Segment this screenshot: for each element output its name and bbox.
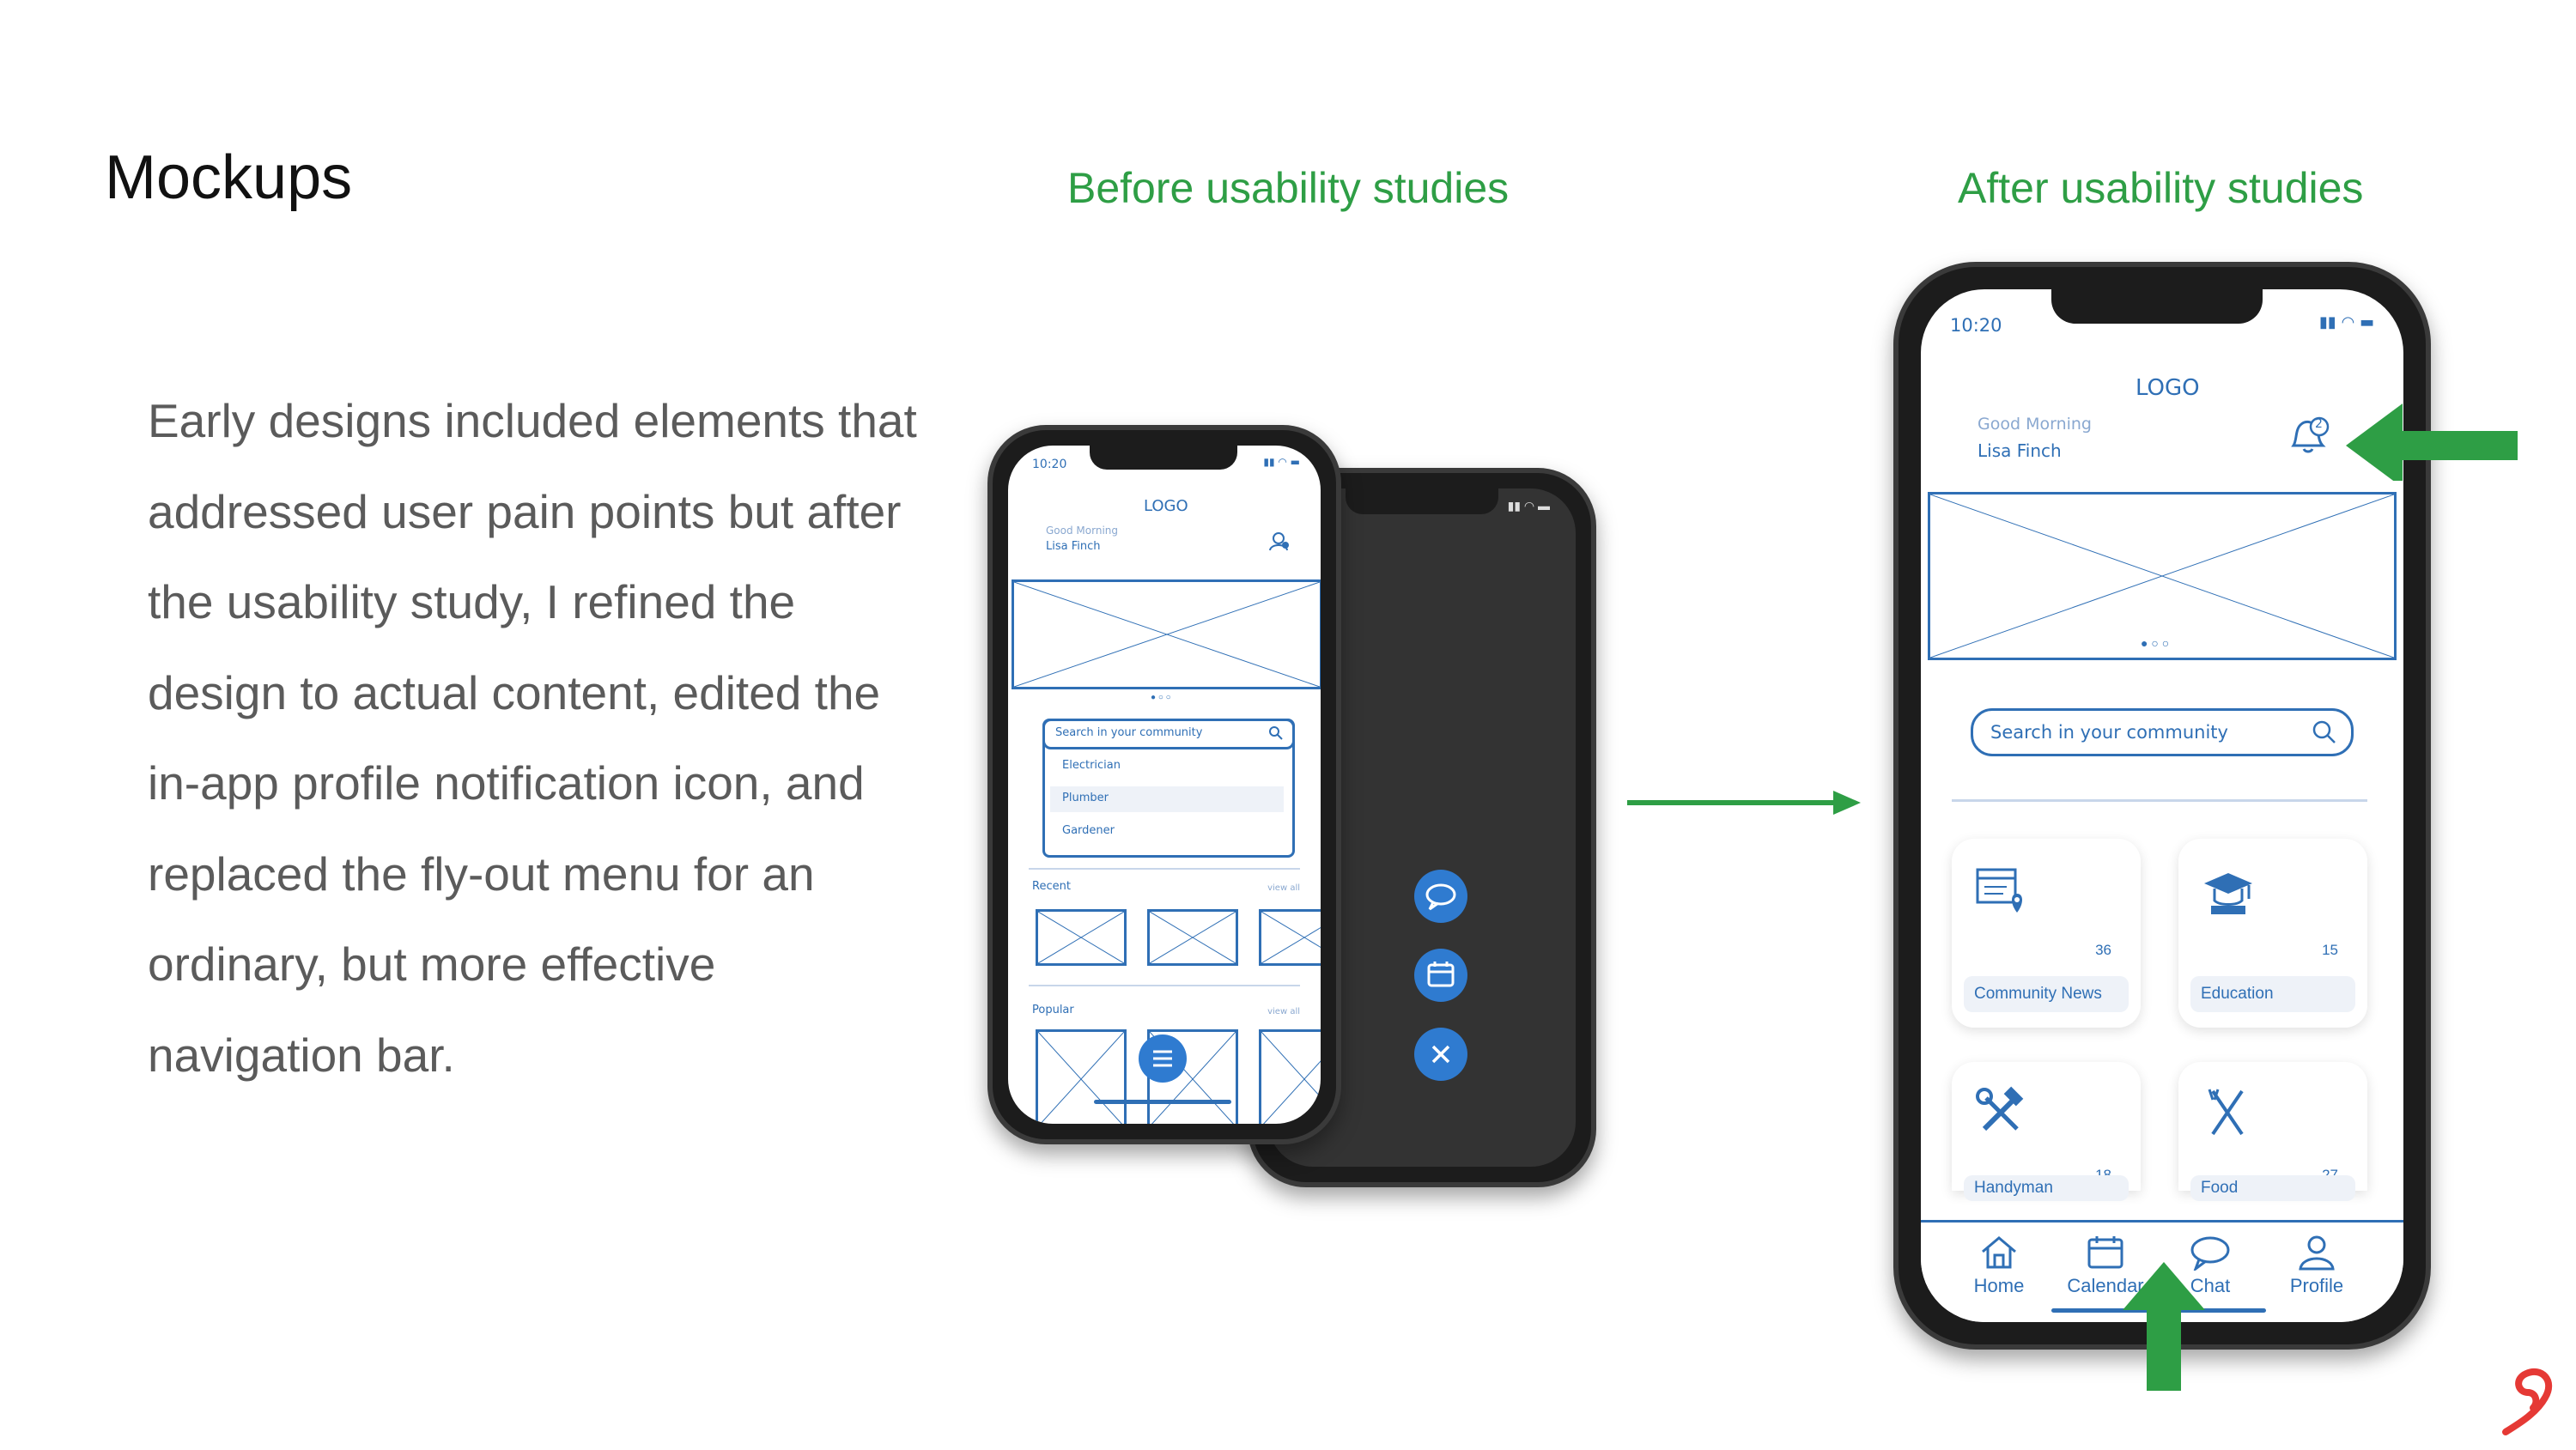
before-status-icons: ▮▮ ◠ ▬ — [1263, 456, 1300, 468]
before-time: 10:20 — [1032, 458, 1067, 471]
before-popular-label: Popular — [1032, 1004, 1074, 1016]
before-divider-2 — [1029, 985, 1300, 986]
before-user-name: Lisa Finch — [1046, 540, 1101, 553]
card-community-news[interactable]: 36 Community News — [1952, 839, 2141, 1028]
before-recent-view-all[interactable]: view all — [1267, 883, 1300, 893]
before-search-input[interactable]: Search in your community — [1042, 719, 1295, 749]
card-education[interactable]: 15 Education — [2178, 839, 2367, 1028]
after-hero-image — [1928, 492, 2397, 660]
before-notch — [1090, 446, 1237, 470]
notification-count-badge: 2 — [2315, 417, 2323, 431]
popular-thumb — [1259, 1029, 1321, 1124]
before-divider — [1029, 868, 1300, 870]
before-screen: 10:20 ▮▮ ◠ ▬ LOGO Good Morning Lisa Finc… — [1008, 446, 1321, 1124]
close-icon[interactable] — [1414, 1028, 1467, 1081]
swirl-logo-icon — [2502, 1368, 2553, 1435]
after-phone: 10:20 ▮▮ ◠ ▬ LOGO Good Morning Lisa Finc… — [1893, 262, 2431, 1350]
nav-item-chat[interactable]: Chat — [2163, 1235, 2257, 1297]
flyout-status-icons: ▮▮ ◠ ▬ — [1507, 499, 1550, 513]
profile-notification-icon[interactable] — [1267, 530, 1291, 554]
home-indicator — [1094, 1100, 1231, 1104]
chat-bubble-icon[interactable] — [1414, 870, 1467, 923]
nav-label: Calendar — [2067, 1275, 2144, 1296]
news-map-icon — [1976, 868, 2022, 913]
nav-item-profile[interactable]: Profile — [2269, 1235, 2364, 1297]
dropdown-item-electrician[interactable]: Electrician — [1062, 759, 1121, 772]
nav-label: Home — [1973, 1275, 2025, 1296]
navbar-callout-arrow — [2123, 1262, 2205, 1391]
after-greeting: Good Morning — [1978, 415, 2092, 434]
slide-title: Mockups — [105, 143, 353, 212]
card-label: Education — [2190, 976, 2355, 1012]
calendar-icon[interactable] — [1414, 949, 1467, 1002]
transition-arrow — [1627, 791, 1861, 815]
flyout-notch — [1346, 488, 1498, 514]
nav-item-calendar[interactable]: Calendar — [2058, 1235, 2153, 1297]
notification-callout-arrow — [2346, 403, 2518, 481]
card-handyman[interactable]: 18 Handyman — [1952, 1062, 2141, 1201]
recent-thumb — [1036, 909, 1127, 966]
nav-label: Chat — [2190, 1275, 2231, 1296]
card-label: Food — [2190, 1175, 2355, 1201]
before-recent-label: Recent — [1032, 880, 1071, 893]
tools-icon — [1976, 1086, 2024, 1131]
dropdown-item-plumber[interactable]: Plumber — [1062, 792, 1109, 804]
before-logo: LOGO — [1144, 497, 1188, 515]
after-time: 10:20 — [1950, 315, 2002, 336]
after-search-placeholder: Search in your community — [1990, 722, 2228, 743]
after-carousel-dots: ● ○ ○ — [2141, 636, 2170, 650]
recent-thumb — [1259, 909, 1321, 966]
after-logo: LOGO — [2136, 375, 2200, 401]
dropdown-item-gardener[interactable]: Gardener — [1062, 824, 1115, 837]
home-icon — [1982, 1236, 2016, 1269]
card-label: Handyman — [1964, 1175, 2129, 1201]
after-screen: 10:20 ▮▮ ◠ ▬ LOGO Good Morning Lisa Finc… — [1921, 289, 2403, 1322]
card-food[interactable]: 27 Food — [2178, 1062, 2367, 1201]
hamburger-menu-icon[interactable] — [1139, 1034, 1187, 1083]
graduation-cap-icon — [2204, 873, 2252, 914]
recent-thumb — [1147, 909, 1238, 966]
calendar-icon — [2087, 1236, 2123, 1269]
search-icon — [1269, 726, 1283, 740]
before-popular-view-all[interactable]: view all — [1267, 1007, 1300, 1016]
profile-icon — [2299, 1235, 2335, 1271]
before-search-dropdown: Search in your community Electrician Plu… — [1042, 719, 1295, 858]
before-search-placeholder: Search in your community — [1055, 726, 1203, 739]
before-carousel-dots: ● ○ ○ — [1151, 693, 1171, 702]
before-hero-image — [1012, 579, 1321, 689]
card-count: 36 — [2095, 942, 2111, 958]
card-label: Community News — [1964, 976, 2129, 1012]
before-phone: 10:20 ▮▮ ◠ ▬ LOGO Good Morning Lisa Finc… — [987, 425, 1341, 1144]
chat-bubble-icon — [2190, 1236, 2230, 1273]
after-divider — [1952, 799, 2367, 802]
dropdown-item-plumber-highlight — [1050, 786, 1284, 812]
after-status-icons: ▮▮ ◠ ▬ — [2319, 313, 2374, 331]
nav-item-home[interactable]: Home — [1952, 1235, 2046, 1297]
after-notch — [2051, 289, 2263, 324]
fork-knife-icon — [2208, 1089, 2244, 1136]
before-label: Before usability studies — [1067, 164, 1510, 212]
slide-body-text: Early designs included elements that add… — [148, 394, 917, 1082]
nav-label: Profile — [2289, 1275, 2344, 1296]
before-greeting: Good Morning — [1046, 525, 1118, 537]
popular-thumb — [1036, 1029, 1127, 1124]
after-label: After usability studies — [1958, 164, 2364, 212]
bell-notification-icon[interactable]: 2 — [2281, 410, 2333, 461]
search-icon — [2312, 720, 2336, 743]
card-count: 15 — [2322, 942, 2338, 958]
after-user-name: Lisa Finch — [1978, 440, 2062, 461]
after-search-input[interactable]: Search in your community — [1971, 708, 2354, 756]
